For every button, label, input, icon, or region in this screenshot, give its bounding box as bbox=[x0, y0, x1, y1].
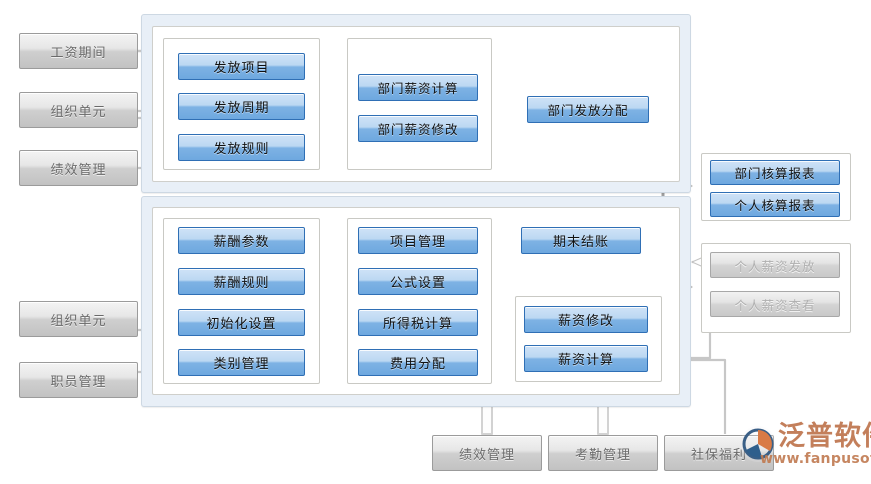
node-gongshi-shezhi[interactable]: 公式设置 bbox=[358, 268, 478, 295]
node-bumen-xinzi-jisuan[interactable]: 部门薪资计算 bbox=[358, 74, 478, 101]
node-xinchou-canshu[interactable]: 薪酬参数 bbox=[178, 227, 305, 254]
node-zuzhi-danyuan-2[interactable]: 组织单元 bbox=[19, 301, 138, 337]
node-zuzhi-danyuan-1[interactable]: 组织单元 bbox=[19, 92, 138, 128]
node-feiyong-fenpei[interactable]: 费用分配 bbox=[358, 349, 478, 376]
node-qimo-jiezhang[interactable]: 期末结账 bbox=[521, 227, 641, 254]
node-jixiao-guanli-2[interactable]: 绩效管理 bbox=[432, 435, 542, 471]
node-xinzi-xiugai[interactable]: 薪资修改 bbox=[524, 306, 648, 333]
node-xinzi-jisuan[interactable]: 薪资计算 bbox=[524, 345, 648, 372]
node-zhiyuan-guanli[interactable]: 职员管理 bbox=[19, 362, 138, 398]
node-gongzi-qijian[interactable]: 工资期间 bbox=[19, 33, 138, 69]
node-leibie-guanli[interactable]: 类别管理 bbox=[178, 349, 305, 376]
node-geren-xinzi-fafang[interactable]: 个人薪资发放 bbox=[710, 252, 840, 278]
node-fafang-guize[interactable]: 发放规则 bbox=[178, 134, 305, 161]
node-fafang-xiangmu[interactable]: 发放项目 bbox=[178, 53, 305, 80]
node-suodeshui-jisuan[interactable]: 所得税计算 bbox=[358, 309, 478, 336]
watermark-brand: 泛普软件 bbox=[778, 421, 871, 452]
node-bumen-fafang-fenpei[interactable]: 部门发放分配 bbox=[527, 96, 649, 123]
node-chushihua-shezhi[interactable]: 初始化设置 bbox=[178, 309, 305, 336]
node-fafang-zhouqi[interactable]: 发放周期 bbox=[178, 93, 305, 120]
node-jixiao-guanli-1[interactable]: 绩效管理 bbox=[19, 150, 138, 186]
node-geren-hesuan-baobiao[interactable]: 个人核算报表 bbox=[710, 192, 840, 217]
top-group-b-panel bbox=[347, 38, 492, 170]
node-geren-xinzi-chakan[interactable]: 个人薪资查看 bbox=[710, 291, 840, 317]
node-bumen-hesuan-baobiao[interactable]: 部门核算报表 bbox=[710, 160, 840, 185]
node-kaoqin-guanli[interactable]: 考勤管理 bbox=[548, 435, 658, 471]
node-xiangmu-guanli[interactable]: 项目管理 bbox=[358, 227, 478, 254]
node-bumen-xinzi-xiugai[interactable]: 部门薪资修改 bbox=[358, 115, 478, 142]
fanpu-logo-icon bbox=[740, 426, 776, 462]
watermark-logo: 泛普软件 www.fanpusoft.com bbox=[740, 421, 871, 476]
node-xinchou-guize[interactable]: 薪酬规则 bbox=[178, 268, 305, 295]
watermark-url: www.fanpusoft.com bbox=[760, 451, 871, 467]
